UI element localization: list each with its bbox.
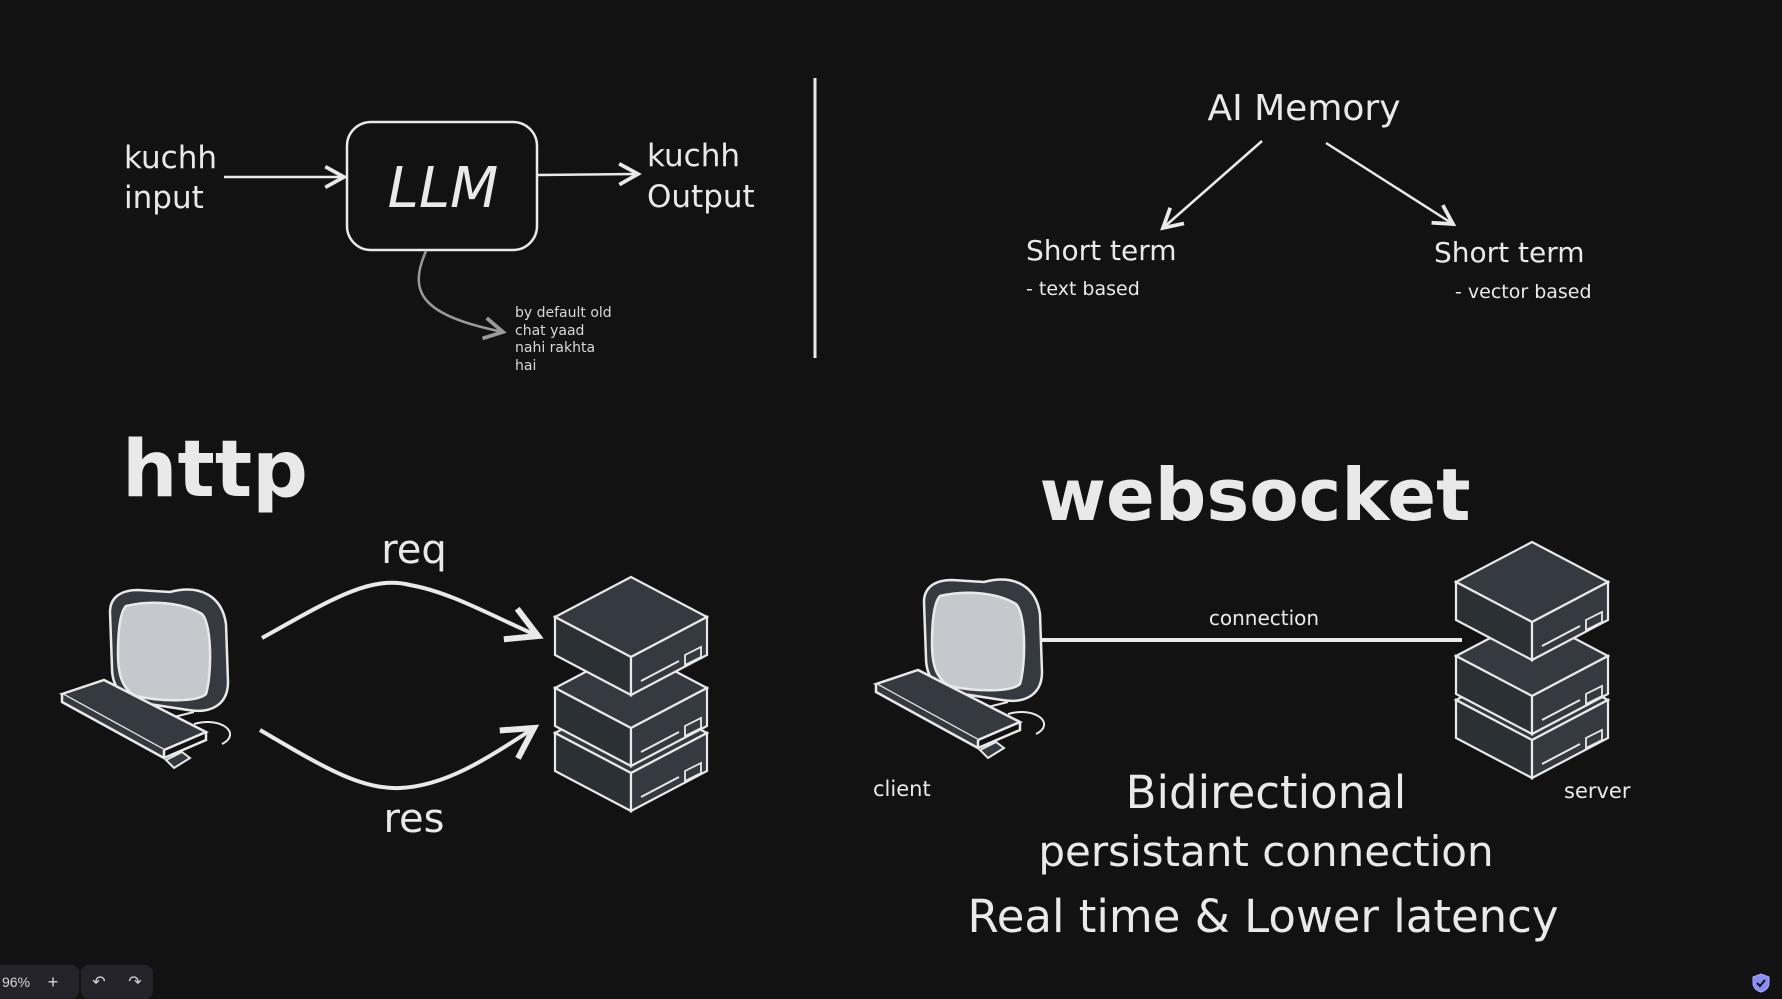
connection-label: connection [1209, 606, 1319, 630]
websocket-title: websocket [1039, 453, 1470, 537]
websocket-line-realtime: Real time & Lower latency [967, 890, 1558, 943]
output-label-line2: Output [647, 179, 755, 215]
memory-arrow-left[interactable] [1160, 140, 1263, 231]
input-label-line2: input [124, 180, 204, 216]
memory-arrow-right[interactable] [1325, 141, 1457, 227]
memory-right-title: Short term [1434, 236, 1585, 269]
redo-button[interactable]: ↷ [128, 974, 142, 991]
req-arrow[interactable] [261, 580, 544, 643]
server-icon[interactable] [1454, 540, 1610, 780]
note-line: nahi rakhta [515, 340, 595, 356]
server-label: server [1564, 779, 1631, 803]
res-label: res [383, 796, 444, 842]
llm-box[interactable] [345, 120, 539, 252]
shield-check-icon[interactable] [1752, 973, 1770, 993]
http-diagram: http req res [60, 425, 709, 842]
note-line: by default old [515, 305, 612, 321]
client-label: client [873, 777, 931, 801]
zoom-controls: 96% + [0, 965, 79, 999]
websocket-line-persistent: persistant connection [1038, 827, 1493, 876]
http-server-icon[interactable] [553, 575, 709, 813]
memory-right-sub: - vector based [1455, 281, 1592, 303]
memory-title: AI Memory [1207, 88, 1400, 129]
http-title: http [122, 425, 308, 515]
output-label-line1: kuchh [647, 138, 740, 174]
note-line: hai [515, 358, 536, 374]
zoom-level[interactable]: 96% [2, 974, 31, 990]
websocket-diagram: websocket connection client server Bidir… [873, 453, 1631, 943]
undo-button[interactable]: ↶ [92, 974, 106, 991]
llm-box-label: LLM [388, 156, 499, 221]
res-arrow[interactable] [258, 724, 540, 791]
websocket-line-bidirectional: Bidirectional [1126, 766, 1407, 819]
history-controls: ↶ ↷ [81, 965, 153, 999]
zoom-in-button[interactable]: + [47, 971, 59, 992]
note-arrow[interactable] [417, 250, 507, 341]
note-line: chat yaad [515, 323, 584, 339]
output-arrow[interactable] [537, 162, 642, 187]
memory-left-sub: - text based [1026, 278, 1140, 300]
input-label-line1: kuchh [124, 140, 217, 176]
req-label: req [381, 527, 447, 573]
http-computer-icon[interactable] [60, 588, 232, 770]
client-computer-icon[interactable] [874, 578, 1046, 760]
ai-memory-diagram: AI Memory Short term - text based Short … [1026, 88, 1592, 303]
note-text: by default old chat yaad nahi rakhta hai [515, 305, 612, 374]
memory-left-title: Short term [1026, 234, 1177, 267]
llm-diagram: kuchh input LLM kuchh Output by default … [124, 120, 755, 374]
